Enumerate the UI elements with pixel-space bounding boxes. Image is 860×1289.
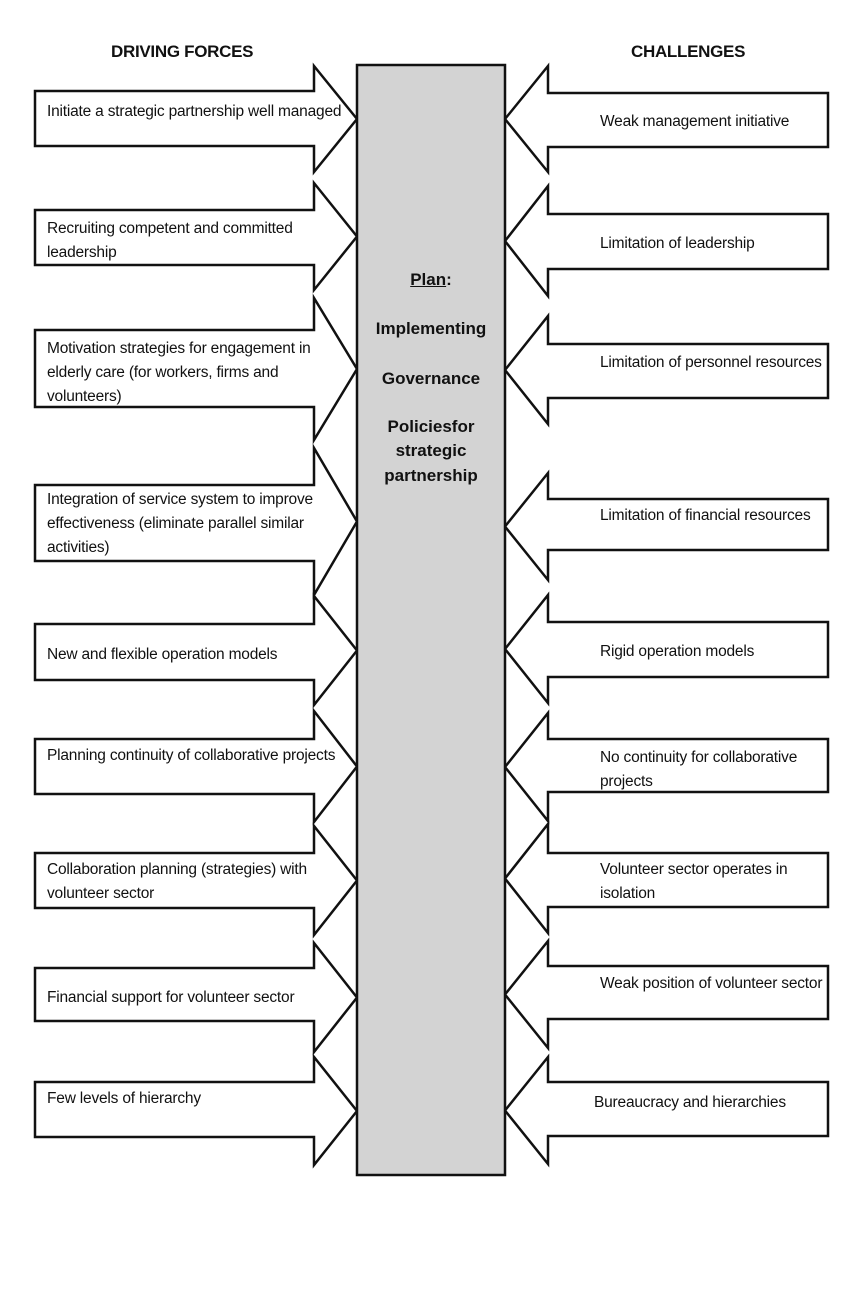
- challenge-arrow: [503, 937, 830, 1052]
- driving-force-label: Initiate a strategic partnership well ma…: [47, 103, 342, 120]
- driving-force-arrow: [33, 707, 359, 826]
- plan-line-governance: Governance: [381, 369, 481, 388]
- challenge-label: Rigid operation models: [600, 643, 755, 660]
- challenge-arrow: [503, 591, 830, 707]
- driving-force-label: Planning continuity of collaborative pro…: [47, 747, 336, 764]
- driving-force-arrows: [33, 62, 359, 1169]
- driving-force-label: Collaboration planning (strategies) with…: [47, 861, 307, 902]
- challenge-arrow: [503, 312, 830, 428]
- challenge-label: Limitation of personnel resources: [600, 354, 822, 371]
- driving-force-label: New and flexible operation models: [47, 646, 278, 663]
- heading-driving-forces: DRIVING FORCES: [111, 42, 254, 61]
- driving-force-label: Financial support for volunteer sector: [47, 989, 295, 1006]
- challenge-label: Bureaucracy and hierarchies: [594, 1094, 786, 1111]
- challenge-arrows: [503, 62, 830, 1168]
- challenge-label: Volunteer sector operates in isolation: [600, 861, 788, 902]
- challenge-arrow: [503, 469, 830, 584]
- challenge-arrow: [503, 182, 830, 300]
- plan-title: Plan:: [357, 269, 505, 291]
- plan-colon: :: [446, 270, 452, 289]
- challenge-label: Limitation of leadership: [600, 235, 755, 252]
- center-plan-box: [355, 63, 507, 1177]
- driving-force-arrow: [33, 939, 359, 1056]
- challenge-arrow: [503, 709, 830, 825]
- challenge-label: Weak position of volunteer sector: [600, 975, 823, 992]
- driving-force-label: Integration of service system to improve…: [47, 491, 313, 556]
- driving-force-arrow: [33, 443, 359, 600]
- challenge-arrow: [503, 820, 830, 937]
- challenge-arrow: [503, 1053, 830, 1168]
- driving-force-arrow: [33, 822, 359, 939]
- driving-force-arrow: [33, 179, 359, 294]
- heading-challenges: CHALLENGES: [631, 42, 746, 61]
- challenge-arrow: [503, 62, 830, 176]
- challenge-label: No continuity for collaborative projects: [600, 749, 798, 790]
- plan-line-policies: Policiesfor: [387, 417, 475, 436]
- driving-force-label: Few levels of hierarchy: [47, 1090, 201, 1107]
- driving-force-arrow: [33, 62, 359, 176]
- challenge-label: Weak management initiative: [600, 113, 790, 130]
- challenge-label: Limitation of financial resources: [600, 507, 811, 524]
- driving-force-label: Recruiting competent and committed leade…: [47, 220, 293, 261]
- plan-line-strategic: strategic: [395, 441, 467, 460]
- plan-word: Plan: [410, 270, 447, 289]
- driving-force-arrow: [33, 293, 359, 445]
- driving-force-arrow: [33, 1053, 359, 1169]
- driving-force-arrow: [33, 592, 359, 709]
- driving-force-label: Motivation strategies for engagement in …: [47, 340, 311, 405]
- plan-line-partnership: partnership: [384, 466, 478, 485]
- plan-line-implementing: Implementing: [375, 319, 487, 338]
